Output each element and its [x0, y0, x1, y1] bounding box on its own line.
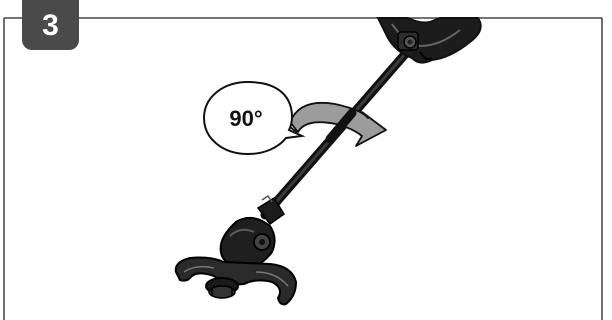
trimmer-motor-housing [378, 18, 481, 63]
trimmer-head [176, 196, 296, 304]
step-badge: 3 [22, 0, 79, 50]
rotation-callout: 90° [204, 82, 302, 154]
rotation-angle-label: 90° [229, 106, 262, 131]
step-number: 3 [42, 11, 59, 41]
